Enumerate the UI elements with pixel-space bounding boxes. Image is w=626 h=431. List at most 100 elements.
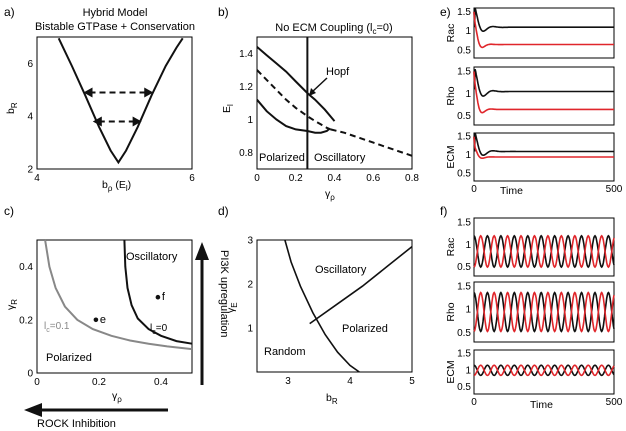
panel-d-boundary-curve xyxy=(309,245,413,325)
e-plot-ytick: 0.5 xyxy=(457,169,471,180)
panel-d-xtick: 5 xyxy=(409,376,415,387)
panel-d-region-polarized: Polarized xyxy=(342,323,388,335)
panel-d-region-oscillatory: Oscillatory xyxy=(315,264,367,276)
panel-c-point-e xyxy=(93,317,99,323)
panel-b-xtick: 0.6 xyxy=(366,173,380,184)
panel-a-xlabel: bρ (El) xyxy=(102,179,131,193)
panel-c-curve-lc0 xyxy=(123,239,193,345)
panel-a-ylabel: bR xyxy=(5,102,19,114)
rock-arrow-head xyxy=(24,403,42,417)
panel-a-label: a) xyxy=(4,5,15,19)
panel-b-region-polarized: Polarized xyxy=(259,152,305,164)
panel-b-ytick: 0.8 xyxy=(239,148,253,159)
e-plot-trace-rho-black xyxy=(473,69,614,97)
f-plot-ytick: 0.5 xyxy=(457,262,471,273)
e-plot-ytick: 1 xyxy=(465,150,471,161)
panel-c-region-oscillatory: Oscillatory xyxy=(126,251,178,263)
panel-b-ytick: 1 xyxy=(247,115,253,126)
panel-a-boundary-curve xyxy=(57,37,184,165)
e-plot-trace-rac-black xyxy=(473,7,614,32)
e-plot-ytick: 0.5 xyxy=(457,45,471,56)
f-plot-xtick: 500 xyxy=(606,397,623,408)
f-plot-ytick: 0.5 xyxy=(457,328,471,339)
panel-c-ytick: 0 xyxy=(27,369,33,380)
e-plot-ytick: 0.5 xyxy=(457,111,471,122)
panel-b-ylabel: El xyxy=(221,104,235,113)
panel-c-lc01-label: lc=0.1 xyxy=(44,321,70,334)
panel-a-arrowhead-right xyxy=(132,116,142,127)
f-plot-ytick: 1 xyxy=(465,365,471,376)
panel-d-xtick: 4 xyxy=(347,376,353,387)
panel-a-arrowhead-left xyxy=(83,87,93,98)
f-plot-ytick: 1 xyxy=(465,305,471,316)
panel-a-title-2: Bistable GTPase + Conservation xyxy=(35,21,195,33)
f-plot-trace-rho-red xyxy=(473,291,615,333)
panel-c-ylabel: γR xyxy=(5,299,19,310)
panel-a-arrowhead-right xyxy=(144,87,154,98)
e-plot-ytick: 1.5 xyxy=(457,7,471,18)
panel-d-xlabel: bR xyxy=(326,392,338,406)
panel-b-branch-dashed xyxy=(256,69,331,131)
panel-d-label: d) xyxy=(218,204,229,218)
panel-b-label: b) xyxy=(218,5,229,19)
e-plot-ylabel-ecm: ECM xyxy=(445,145,457,168)
f-plot-ylabel-rho: Rho xyxy=(445,302,457,321)
panel-a-ytick: 6 xyxy=(27,59,33,70)
e-plot-ylabel-rac: Rac xyxy=(445,24,457,43)
panel-d-frame xyxy=(256,239,413,373)
f-plot-ytick: 1 xyxy=(465,240,471,251)
panel-a-xtick: 4 xyxy=(34,173,40,184)
f-plot-ylabel-rac: Rac xyxy=(445,238,457,257)
f-plot-xtick: 0 xyxy=(471,397,477,408)
panel-c-point-f xyxy=(155,294,161,300)
e-plot-xtick: 0 xyxy=(471,184,477,195)
panel-f-xlabel: Time xyxy=(530,399,553,411)
panel-a-arrowhead-left xyxy=(92,116,102,127)
panel-c-point-label-e: e xyxy=(100,314,106,326)
panel-b-frame xyxy=(256,36,413,170)
f-plot-frame-rac xyxy=(473,217,615,277)
panel-f-label: f) xyxy=(440,204,447,218)
panel-c-ytick: 0.4 xyxy=(19,262,33,273)
e-plot-ytick: 1.5 xyxy=(457,66,471,77)
panel-a-ytick: 4 xyxy=(27,112,33,123)
panel-b-hopf-label: Hopf xyxy=(326,66,350,78)
panel-a-frame xyxy=(36,36,193,170)
panel-b-xtick: 0.8 xyxy=(405,173,419,184)
panel-a-xtick: 6 xyxy=(189,173,195,184)
panel-c-frame xyxy=(36,239,193,374)
panel-d-ytick: 2 xyxy=(247,280,253,291)
panel-d-boundary-curve xyxy=(284,239,360,373)
panel-c-label: c) xyxy=(4,204,14,218)
panel-c-region-polarized: Polarized xyxy=(46,352,92,364)
f-plot-ylabel-ecm: ECM xyxy=(445,360,457,383)
f-plot-ytick: 1.5 xyxy=(457,282,471,293)
f-plot-frame-ecm xyxy=(473,349,615,395)
panel-b-xlabel: γρ xyxy=(325,188,335,202)
panel-d-ytick: 3 xyxy=(247,236,253,247)
f-plot-ytick: 1.5 xyxy=(457,217,471,228)
panel-b-hopf-arrow xyxy=(311,77,328,93)
panel-d-ylabel: γE xyxy=(225,302,239,313)
panel-a: a) Hybrid Model Bistable GTPase + Conser… xyxy=(4,5,195,193)
panel-e-label: e) xyxy=(440,5,451,19)
e-plot-xtick: 500 xyxy=(606,184,623,195)
panel-d-ytick: 1 xyxy=(247,324,253,335)
panel-c-xtick: 0.2 xyxy=(92,377,106,388)
panel-c-lc0-label: lc=0 xyxy=(150,323,168,336)
panel-b-branch-solid xyxy=(256,46,336,122)
panel-b-ytick: 1.4 xyxy=(239,49,253,60)
panel-c-xtick: 0 xyxy=(34,377,40,388)
